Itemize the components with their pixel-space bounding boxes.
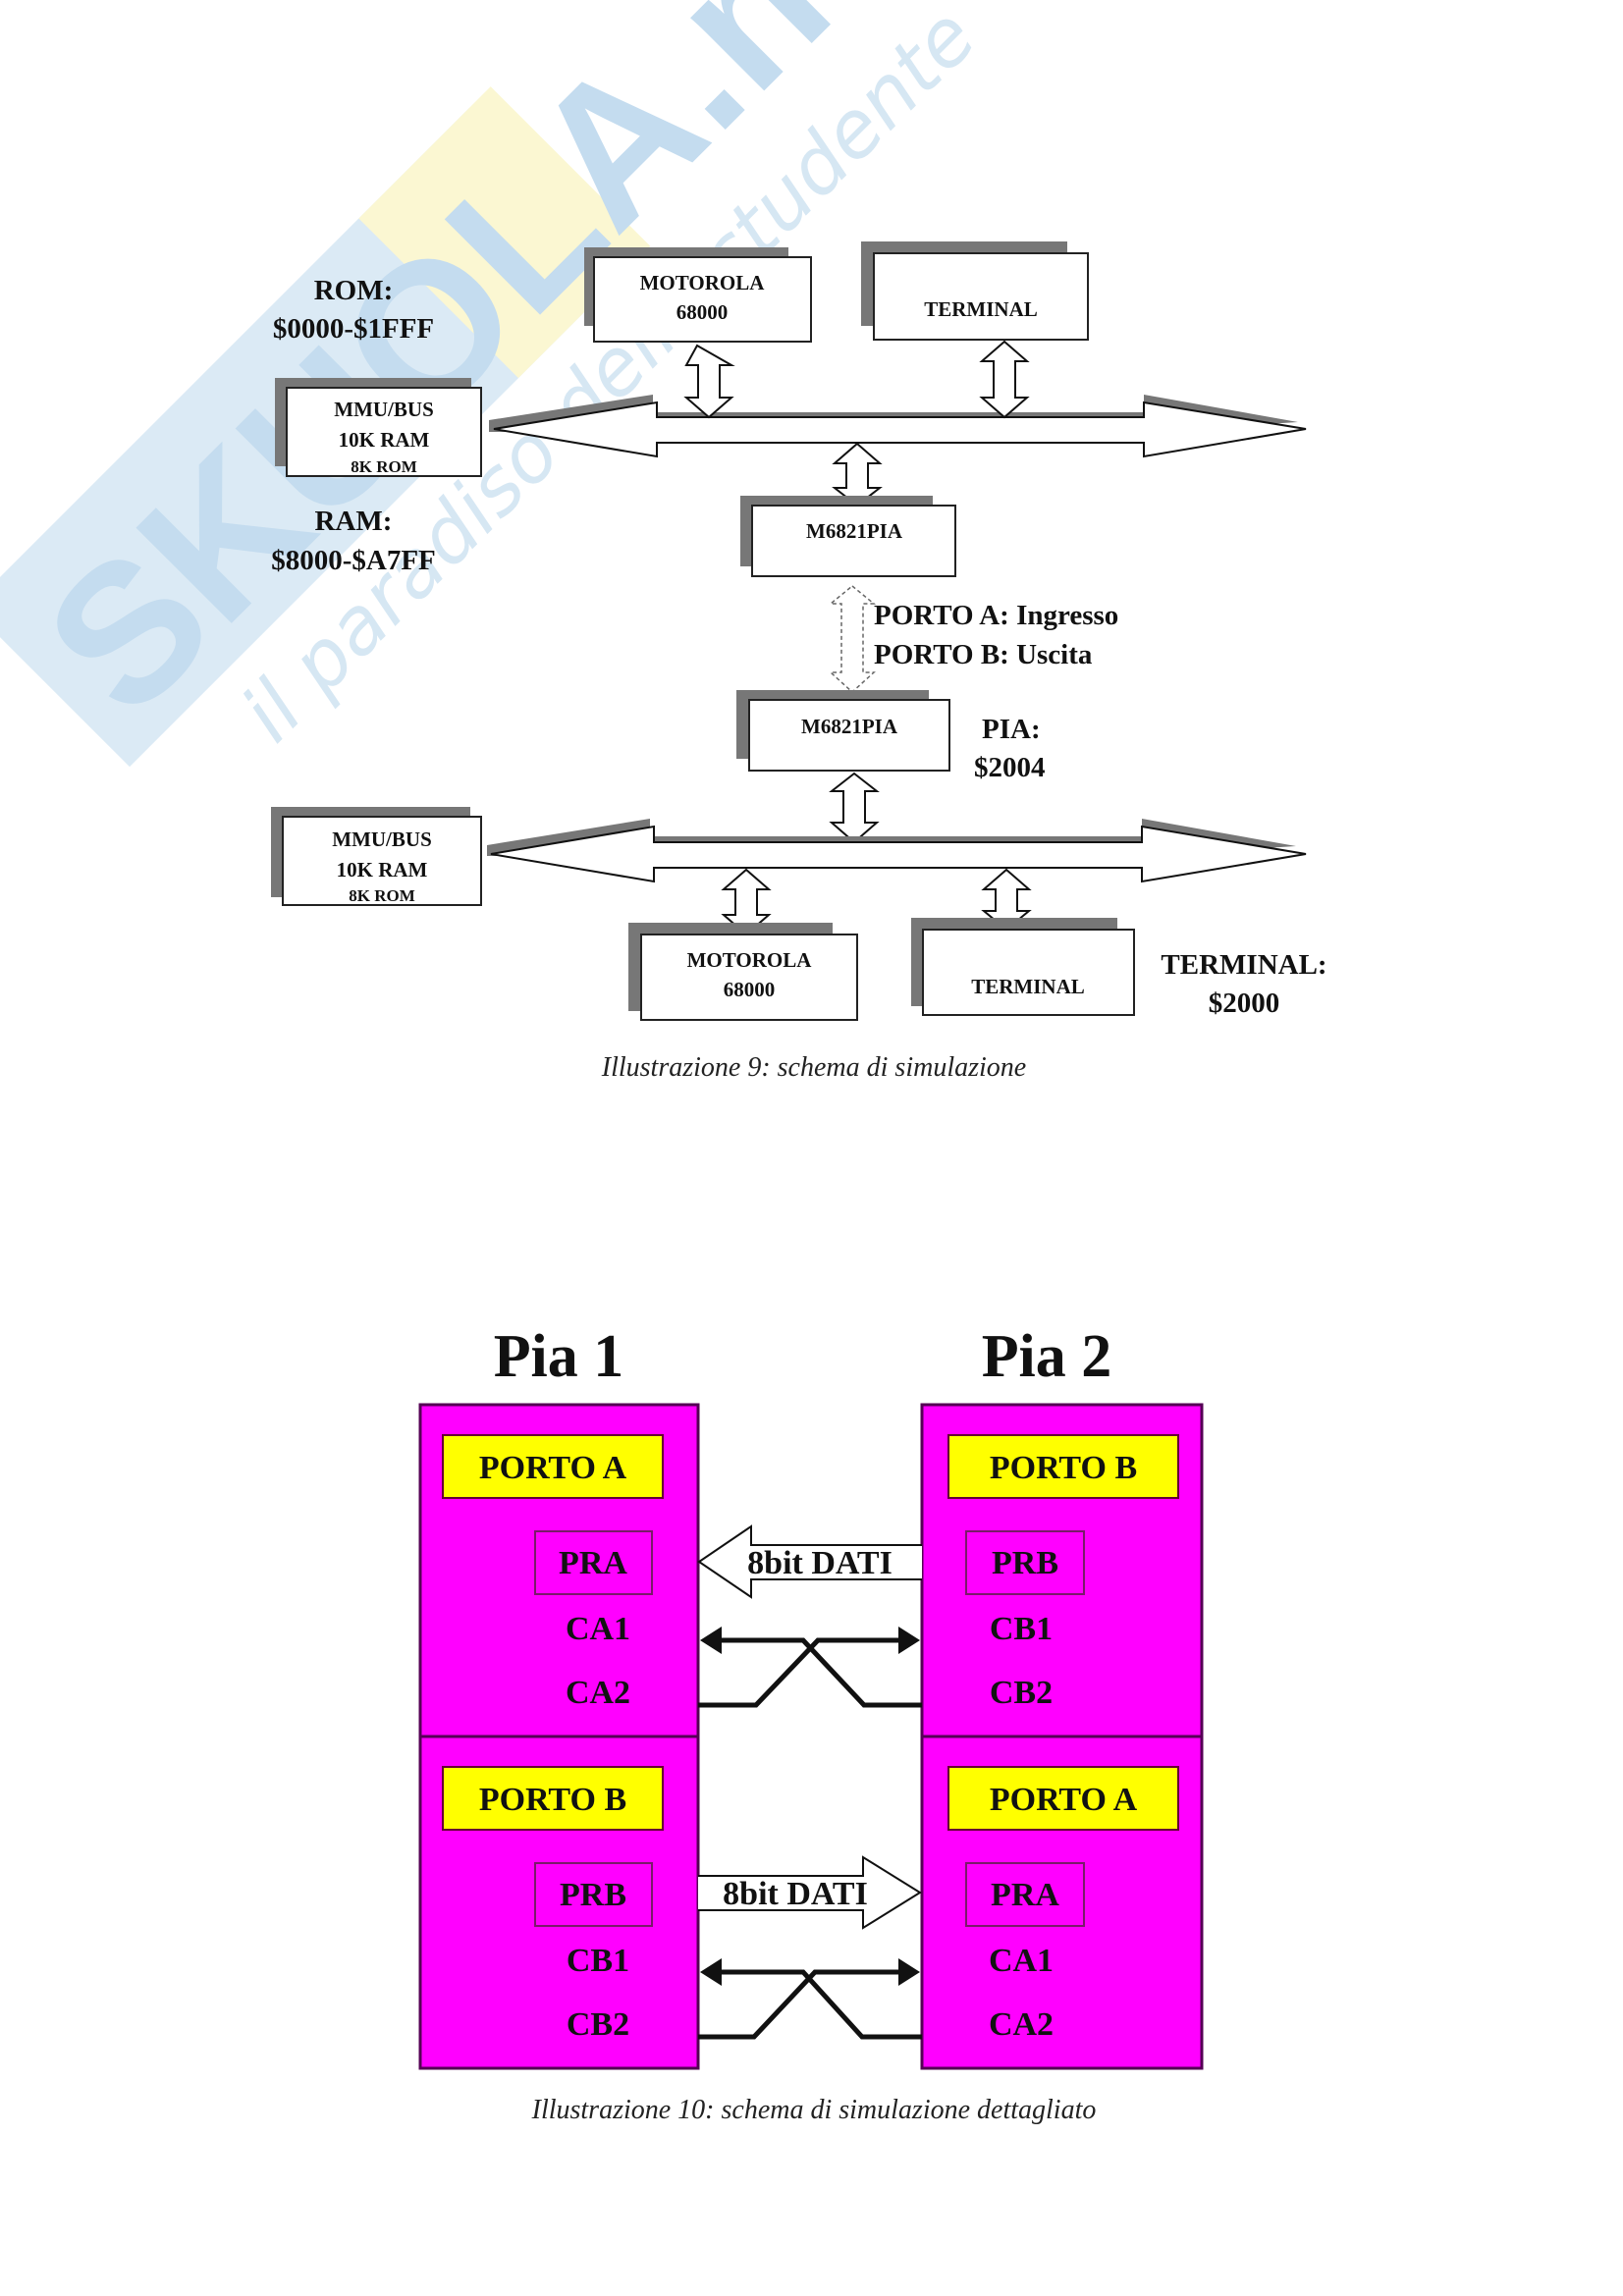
control-line-2: CA2 xyxy=(566,1675,630,1711)
figure-10-caption: Illustrazione 10: schema di simulazione … xyxy=(531,2095,1097,2125)
port-label: PORTO B xyxy=(479,1782,626,1818)
figure-9-caption: Illustrazione 9: schema di simulazione xyxy=(601,1052,1026,1083)
pia-box-bottom: M6821PIA xyxy=(736,690,950,772)
pia-title: PIA: xyxy=(982,714,1041,745)
mmu-box-bottom: MMU/BUS 10K RAM 8K ROM xyxy=(271,807,482,906)
mmu-line1: MMU/BUS xyxy=(332,828,432,851)
pia-label: M6821PIA xyxy=(801,715,898,738)
terminal-box-bottom: TERMINAL xyxy=(911,918,1135,1016)
mmu-box-top: MMU/BUS 10K RAM 8K ROM xyxy=(275,378,482,477)
pia-2-bottom-section: PORTO A PRA CA1 CA2 xyxy=(947,1766,1179,2043)
port-label: PORTO A xyxy=(479,1450,627,1486)
control-line-1: CB1 xyxy=(990,1611,1053,1647)
register-label: PRB xyxy=(560,1877,626,1913)
data-arrow-label: 8bit DATI xyxy=(723,1876,868,1912)
bus-arrow-bottom xyxy=(487,819,1307,883)
watermark-yellow-band xyxy=(358,86,651,379)
terminal-bus-arrow-top xyxy=(979,340,1030,419)
cpu-line1: MOTOROLA xyxy=(687,948,813,972)
cpu-box-bottom: MOTOROLA 68000 xyxy=(628,923,858,1021)
terminal-address: $2000 xyxy=(1209,988,1280,1019)
port-box xyxy=(442,1766,664,1831)
terminal-label: TERMINAL xyxy=(971,975,1085,998)
ram-title: RAM: xyxy=(315,506,393,537)
figure-10: Pia 1 Pia 2 PORTO A PRA CA1 CA2 PORTO B … xyxy=(418,1323,1204,2125)
register-label: PRA xyxy=(559,1545,627,1581)
pia-address: $2004 xyxy=(974,752,1046,783)
porto-a-label: PORTO A: Ingresso xyxy=(874,600,1118,631)
control-line-2: CB2 xyxy=(567,2006,629,2043)
ram-range: $8000-$A7FF xyxy=(271,545,436,576)
control-line-1: CB1 xyxy=(567,1943,629,1979)
control-line-1: CA1 xyxy=(566,1611,630,1647)
pia-2-title: Pia 2 xyxy=(982,1323,1112,1390)
register-box xyxy=(534,1862,653,1927)
porto-b-label: PORTO B: Uscita xyxy=(874,639,1093,670)
pia-label: M6821PIA xyxy=(806,519,903,543)
pia-1-top-section: PORTO A PRA CA1 CA2 xyxy=(442,1434,664,1711)
pia-1-title: Pia 1 xyxy=(494,1323,624,1390)
port-box xyxy=(442,1434,664,1499)
mmu-line3: 8K ROM xyxy=(351,457,417,476)
rom-range: $0000-$1FFF xyxy=(273,313,434,345)
cpu-line1: MOTOROLA xyxy=(640,271,766,294)
terminal-box-top: TERMINAL xyxy=(861,241,1089,341)
terminal-label: TERMINAL xyxy=(924,297,1038,321)
pia-box-top: M6821PIA xyxy=(740,496,956,577)
cpu-box-top: MOTOROLA 68000 xyxy=(584,247,812,343)
data-arrow-top: 8bit DATI xyxy=(697,1524,922,1599)
pia-2-block xyxy=(920,1403,1204,2070)
register-label: PRB xyxy=(992,1545,1058,1581)
cpu-line2: 68000 xyxy=(676,300,729,324)
mmu-line3: 8K ROM xyxy=(349,886,415,905)
control-lines-top xyxy=(698,1627,922,1708)
pia-1-bottom-section: PORTO B PRB CB1 CB2 xyxy=(442,1766,664,2043)
port-label: PORTO B xyxy=(990,1450,1137,1486)
mmu-line1: MMU/BUS xyxy=(334,398,434,421)
register-box xyxy=(965,1862,1085,1927)
port-box xyxy=(947,1434,1179,1499)
register-label: PRA xyxy=(991,1877,1059,1913)
rom-title: ROM: xyxy=(314,275,394,306)
mmu-line2: 10K RAM xyxy=(337,858,428,881)
port-box xyxy=(947,1766,1179,1831)
figure-9: ROM: $0000-$1FFF RAM: $8000-$A7FF MMU/BU… xyxy=(271,241,1327,1083)
cpu-line2: 68000 xyxy=(724,978,776,1001)
control-line-2: CB2 xyxy=(990,1675,1053,1711)
bus-arrow-top xyxy=(489,395,1307,458)
mmu-line2: 10K RAM xyxy=(339,428,430,452)
pia-1-block xyxy=(418,1403,700,2070)
cpu-bus-arrow-top xyxy=(683,344,735,419)
pia-bus-arrow-bottom xyxy=(829,772,880,844)
port-label: PORTO A xyxy=(990,1782,1138,1818)
register-box xyxy=(965,1530,1085,1595)
pia-2-top-section: PORTO B PRB CB1 CB2 xyxy=(947,1434,1179,1711)
control-line-2: CA2 xyxy=(989,2006,1054,2043)
control-line-1: CA1 xyxy=(989,1943,1054,1979)
data-arrow-bottom: 8bit DATI xyxy=(698,1855,922,1930)
terminal-title: TERMINAL: xyxy=(1161,949,1326,981)
pia-link-arrow xyxy=(828,585,877,694)
control-lines-bottom xyxy=(698,1958,922,2040)
data-arrow-label: 8bit DATI xyxy=(747,1545,893,1581)
register-box xyxy=(534,1530,653,1595)
